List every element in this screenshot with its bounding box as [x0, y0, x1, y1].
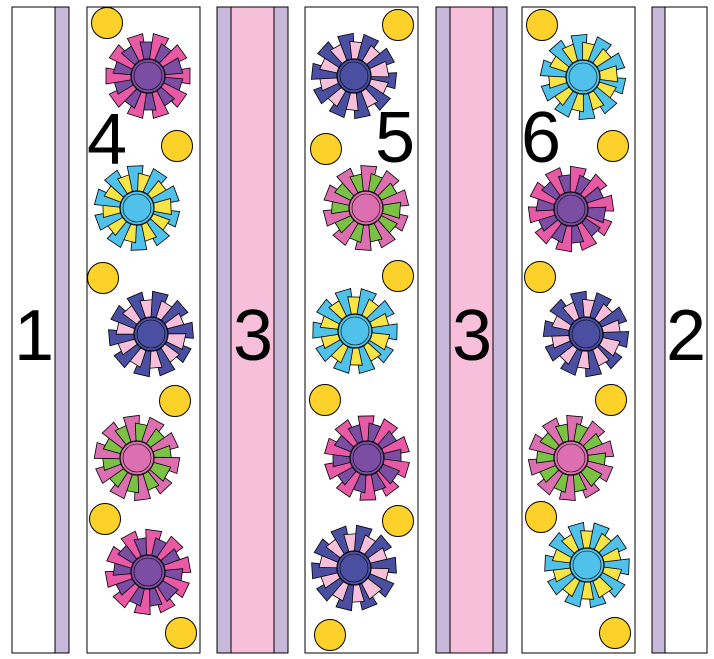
- flower-center: [570, 548, 604, 582]
- gold-dot: [311, 134, 342, 165]
- flower-center: [554, 192, 588, 226]
- flower-center: [338, 314, 372, 348]
- gold-dot: [527, 10, 558, 41]
- sashing-lavender-right: [493, 7, 507, 653]
- gold-dot: [596, 385, 627, 416]
- section-label-3-a: 3: [233, 296, 273, 376]
- gold-dot: [598, 131, 629, 162]
- lavender-border-left: [55, 7, 69, 653]
- gold-dot: [92, 8, 123, 39]
- gold-dot: [383, 506, 414, 537]
- sashing-lavender-left: [436, 7, 450, 653]
- gold-dot: [310, 385, 341, 416]
- section-label-5: 5: [375, 98, 415, 178]
- gold-dot: [383, 10, 414, 41]
- gold-dot: [383, 261, 414, 292]
- gold-dot: [166, 618, 197, 649]
- gold-dot: [526, 502, 557, 533]
- section-label-3-b: 3: [452, 296, 492, 376]
- gold-dot: [88, 263, 119, 294]
- flower-center: [131, 555, 165, 589]
- gold-dot: [600, 618, 631, 649]
- sashing-lavender-left: [217, 7, 231, 653]
- flower-purple: [325, 416, 410, 500]
- flower-center: [554, 441, 588, 475]
- section-label-2: 2: [666, 296, 706, 376]
- flower-center: [131, 59, 165, 93]
- flower-center: [134, 317, 168, 351]
- sashing-lavender-right: [274, 7, 288, 653]
- flower-center: [350, 441, 384, 475]
- flower-center: [349, 191, 383, 225]
- gold-dot: [162, 131, 193, 162]
- lavender-border-right: [652, 7, 665, 653]
- gold-dot: [90, 504, 121, 535]
- gold-dot: [525, 262, 556, 293]
- gold-dot: [160, 386, 191, 417]
- flower-center: [569, 317, 603, 351]
- flower-center: [120, 191, 154, 225]
- flower-center: [337, 59, 371, 93]
- gold-dot: [315, 620, 346, 651]
- section-label-6: 6: [521, 98, 561, 178]
- section-label-1: 1: [14, 296, 54, 376]
- flower-center: [337, 551, 371, 585]
- flower-center: [120, 441, 154, 475]
- flower-center: [566, 60, 600, 94]
- flower-blue: [313, 289, 397, 374]
- section-label-4: 4: [87, 100, 127, 180]
